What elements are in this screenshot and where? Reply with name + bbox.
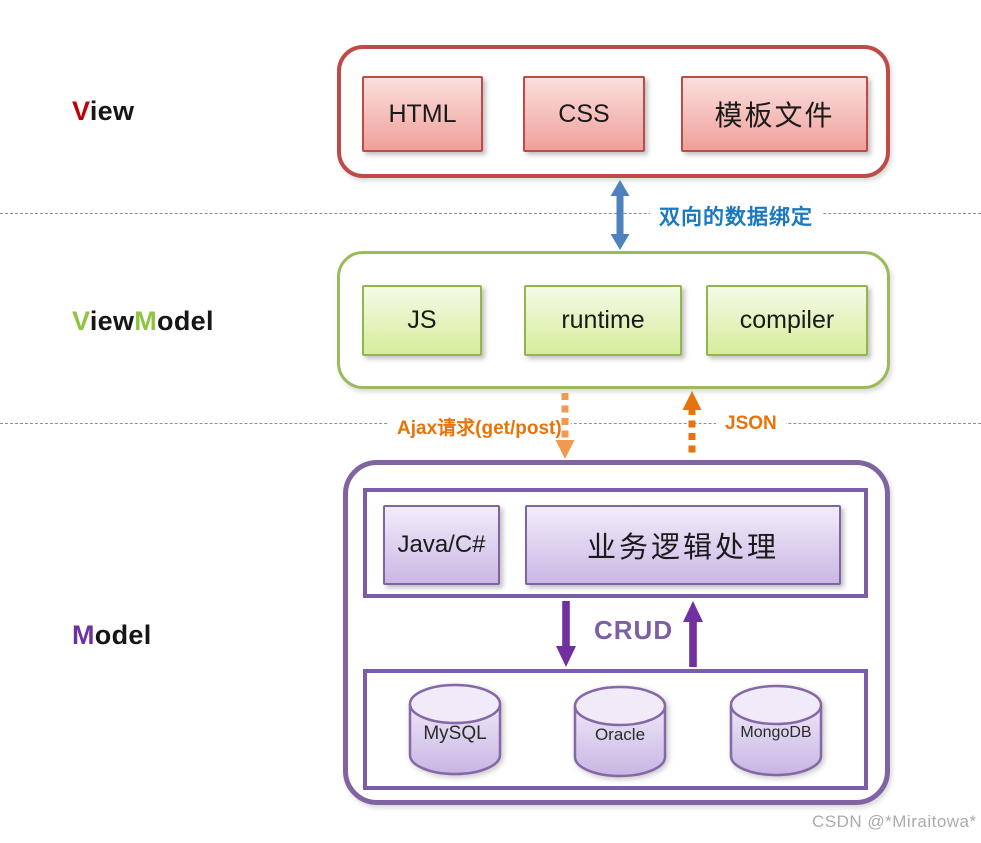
viewmodel-label-rest2: odel <box>157 306 214 336</box>
viewmodel-label-rest1: iew <box>89 306 135 336</box>
oracle-cylinder: Oracle <box>573 685 667 778</box>
viewmodel-label: ViewModel <box>72 306 214 337</box>
model-label: Model <box>72 620 152 651</box>
mysql-cylinder: MySQL <box>408 683 502 776</box>
crud-request-arrow-icon <box>556 601 576 667</box>
view-label-accent: V <box>72 96 90 126</box>
json-response-arrow-icon <box>682 391 702 457</box>
model-label-accent: M <box>72 620 95 650</box>
view-label-rest: iew <box>89 96 135 126</box>
view-label: View <box>72 96 134 127</box>
crud-label: CRUD <box>594 615 674 645</box>
ajax-request-arrow-icon <box>555 393 575 459</box>
viewmodel-label-accent1: V <box>72 306 90 336</box>
json-response-label: JSON <box>716 413 786 435</box>
business-logic-box: 业务逻辑处理 <box>525 505 841 585</box>
template-file-box: 模板文件 <box>681 76 868 152</box>
two-way-binding-label: 双向的数据绑定 <box>650 201 822 231</box>
viewmodel-label-accent2: M <box>134 306 158 336</box>
js-box: JS <box>362 285 482 356</box>
java-csharp-box: Java/C# <box>383 505 500 585</box>
model-label-rest: odel <box>94 620 152 650</box>
mongodb-label: MongoDB <box>740 724 812 741</box>
separator-line-top <box>0 213 981 214</box>
mongodb-cylinder: MongoDB <box>729 684 823 777</box>
crud-response-arrow-icon <box>683 601 703 667</box>
database-cylinder-icon <box>573 685 667 778</box>
database-cylinder-icon <box>729 684 823 777</box>
two-way-binding-arrow-icon <box>610 180 630 250</box>
mysql-label: MySQL <box>423 723 487 744</box>
ajax-request-label: Ajax请求(get/post) <box>388 413 571 440</box>
html-box: HTML <box>362 76 483 152</box>
css-box: CSS <box>523 76 645 152</box>
runtime-box: runtime <box>524 285 682 356</box>
database-cylinder-icon <box>408 683 502 776</box>
watermark: CSDN @*Miraitowa* <box>812 812 977 831</box>
oracle-label: Oracle <box>594 725 646 744</box>
compiler-box: compiler <box>706 285 868 356</box>
